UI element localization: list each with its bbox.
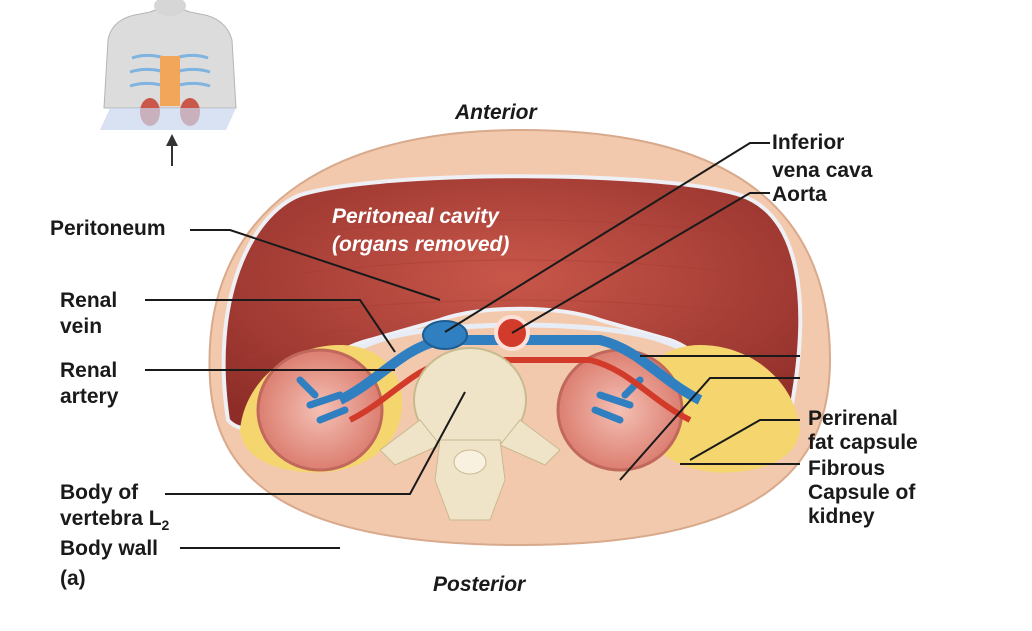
peritoneum-label: Peritoneum	[50, 217, 166, 240]
kidney-right	[556, 348, 684, 472]
fibrous-label-2: Capsule of	[808, 481, 916, 504]
vertebra-l2	[379, 347, 561, 521]
perirenal-label-1: Perirenal	[808, 407, 898, 430]
body-of-label: Body of	[60, 481, 139, 504]
renal-vessels	[337, 315, 703, 423]
posterior-label: Posterior	[433, 573, 526, 596]
ivc-label-2: vena cava	[772, 159, 873, 182]
renal-vein-label-2: vein	[60, 315, 103, 338]
perirenal-label-2: fat capsule	[808, 431, 918, 454]
cavity-label-line2: (organs removed)	[332, 233, 510, 256]
vertebra-label: vertebra L2	[60, 507, 170, 534]
renal-vein-label-1: Renal	[60, 289, 118, 312]
cavity-label-line1: Peritoneal cavity	[332, 205, 499, 228]
fibrous-label-1: Fibrous	[808, 457, 885, 480]
fibrous-label-3: kidney	[808, 505, 875, 528]
ivc-label-1: Inferior	[772, 131, 845, 154]
renal-artery-label-2: artery	[60, 385, 119, 408]
panel-label: (a)	[60, 567, 86, 590]
perirenal-fat-right	[637, 345, 800, 473]
body-wall-label: Body wall	[60, 537, 159, 560]
anterior-label: Anterior	[455, 101, 537, 124]
leader-lines	[145, 142, 800, 549]
torso-thumbnail	[100, 0, 237, 166]
aorta-label: Aorta	[772, 183, 827, 206]
renal-artery-label-1: Renal	[60, 359, 118, 382]
kidney-left	[256, 348, 384, 472]
ivc	[422, 320, 468, 350]
